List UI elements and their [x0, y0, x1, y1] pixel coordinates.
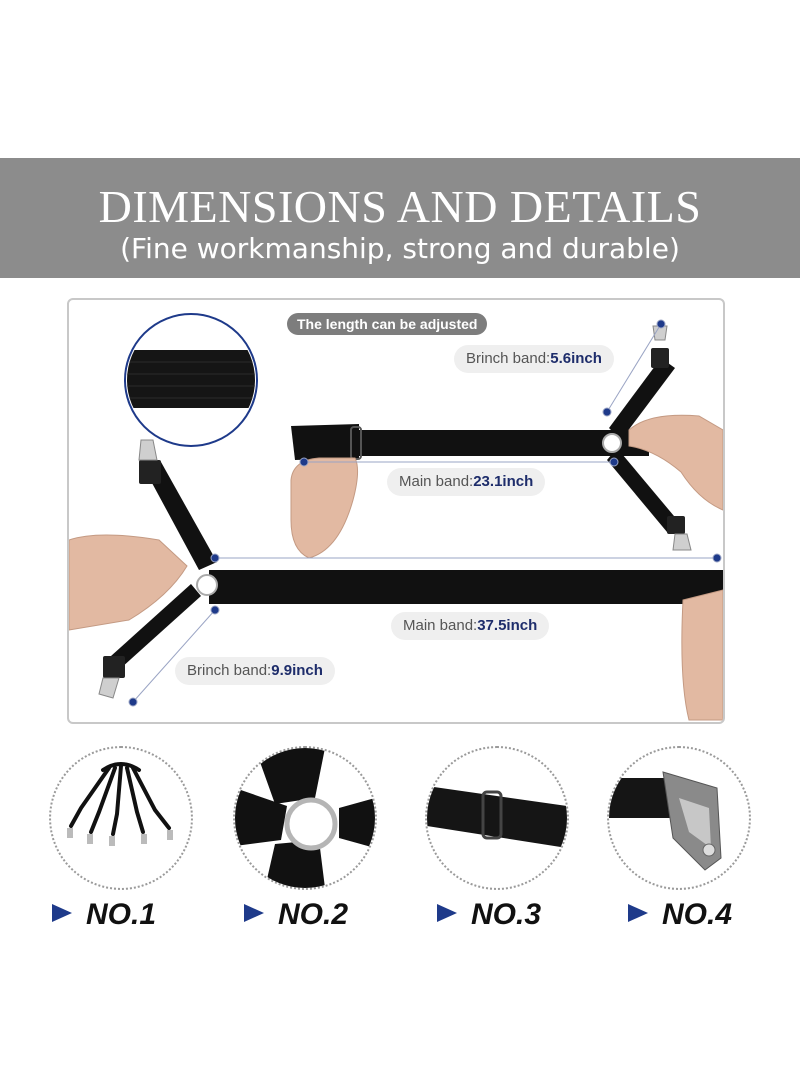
band-zoom-icon: [124, 313, 258, 447]
detail-label-text: NO.4: [662, 898, 733, 931]
detail-label-no2: NO.2: [244, 898, 348, 938]
metal-ring-icon: [235, 748, 375, 888]
upper-strap: [291, 325, 692, 551]
main-band-top-label: Main band:23.1inch: [387, 468, 546, 496]
detail-label-no1: NO.1: [52, 898, 156, 938]
brinch-band-top-name: Brinch band:: [466, 350, 551, 367]
hand-shapes: [69, 414, 723, 721]
main-band-top-name: Main band:: [399, 473, 474, 490]
detail-no3: [425, 746, 569, 890]
arrow-right-icon: [244, 904, 264, 923]
strap-diagram: [69, 313, 723, 721]
brinch-band-top-label: Brinch band:5.6inch: [454, 345, 614, 373]
brinch-band-top-value: 5.6inch: [550, 350, 602, 367]
main-band-bottom-label: Main band:37.5inch: [391, 612, 550, 640]
arrow-right-icon: [52, 904, 72, 923]
suspender-set-icon: [67, 762, 173, 846]
brinch-band-bottom-name: Brinch band:: [187, 662, 272, 679]
header-banner: DIMENSIONS AND DETAILS (Fine workmanship…: [0, 158, 800, 278]
arrow-right-icon: [628, 904, 648, 923]
detail-label-text: NO.1: [86, 898, 157, 931]
page-subtitle: (Fine workmanship, strong and durable): [120, 232, 680, 265]
main-band-top-value: 23.1inch: [473, 473, 534, 490]
page-title: DIMENSIONS AND DETAILS: [98, 181, 702, 232]
brinch-band-bottom-value: 9.9inch: [271, 662, 323, 679]
dimension-lines: [128, 319, 722, 707]
main-band-bottom-value: 37.5inch: [477, 617, 538, 634]
detail-label-no3: NO.3: [437, 898, 541, 938]
detail-no2: [233, 746, 377, 890]
brinch-band-bottom-label: Brinch band:9.9inch: [175, 657, 335, 685]
detail-no4: [607, 746, 751, 890]
adjust-note: The length can be adjusted: [287, 313, 488, 335]
main-band-bottom-name: Main band:: [403, 617, 478, 634]
elastic-slider-icon: [427, 786, 567, 848]
detail-no1: [49, 746, 193, 890]
detail-label-no4: NO.4: [628, 898, 732, 938]
lower-strap: [98, 439, 723, 699]
metal-clip-icon: [609, 771, 722, 871]
detail-label-text: NO.3: [471, 898, 542, 931]
detail-label-text: NO.2: [278, 898, 349, 931]
dimension-panel: The length can be adjusted Brinch band:5…: [67, 298, 725, 724]
arrow-right-icon: [437, 904, 457, 923]
